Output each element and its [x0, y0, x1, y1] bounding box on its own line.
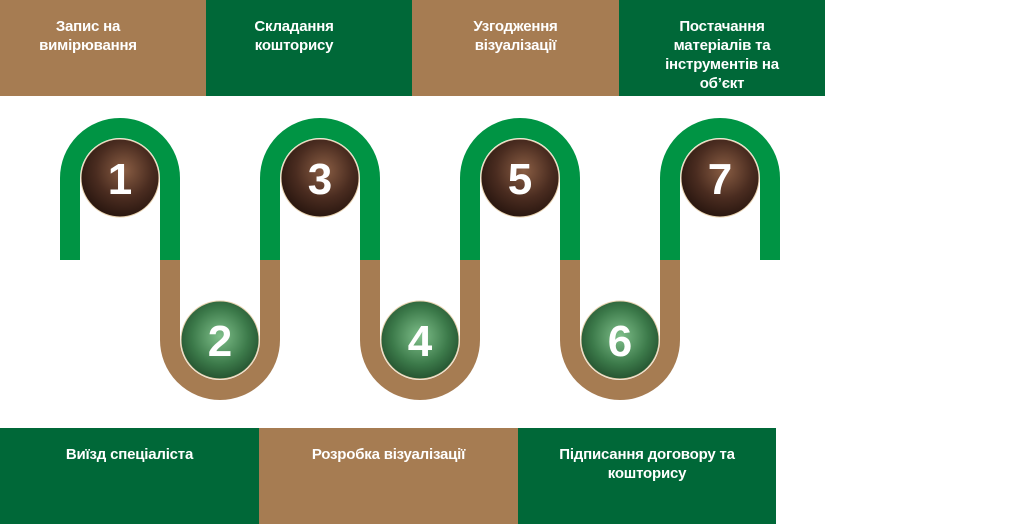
step-number-4: 4: [408, 317, 433, 366]
step-5-label: Узгодження візуалізації: [473, 18, 558, 54]
step-7-label: Постачання матеріалів та інструментів на…: [665, 18, 779, 92]
brown-arc-4: [360, 260, 480, 400]
green-arc-7: [660, 118, 780, 260]
step-circle-1: 1: [80, 138, 160, 218]
step-7-box: Постачання матеріалів та інструментів на…: [619, 0, 825, 96]
step-circle-6: 6: [580, 300, 660, 380]
step-number-3: 3: [308, 155, 332, 204]
step-2-box: Виїзд спеціаліста: [0, 428, 259, 524]
step-circle-7: 7: [680, 138, 760, 218]
step-circle-3: 3: [280, 138, 360, 218]
step-3-label: Складання кошторису: [254, 18, 334, 54]
step-number-1: 1: [108, 155, 132, 204]
green-arc-3: [260, 118, 380, 260]
step-circle-5: 5: [480, 138, 560, 218]
brown-arc-6: [560, 260, 680, 400]
step-circle-4: 4: [380, 300, 460, 380]
step-1-box: Запис на вимірювання: [0, 0, 206, 96]
step-5-box: Узгодження візуалізації: [412, 0, 619, 96]
step-3-box: Складання кошторису: [206, 0, 412, 96]
step-1-label: Запис на вимірювання: [39, 18, 137, 54]
step-2-label: Виїзд спеціаліста: [65, 446, 194, 463]
step-4-box: Розробка візуалізації: [259, 428, 518, 524]
step-6-box: Підписання договору та кошторису: [518, 428, 776, 524]
step-number-5: 5: [508, 155, 532, 204]
step-4-label: Розробка візуалізації: [311, 446, 466, 463]
step-6-label: Підписання договору та кошторису: [559, 446, 735, 482]
green-arc-1: [60, 118, 180, 260]
step-number-6: 6: [608, 317, 632, 366]
step-number-7: 7: [708, 155, 732, 204]
step-circle-2: 2: [180, 300, 260, 380]
green-arc-5: [460, 118, 580, 260]
step-number-2: 2: [208, 317, 232, 366]
brown-arc-2: [160, 260, 280, 400]
